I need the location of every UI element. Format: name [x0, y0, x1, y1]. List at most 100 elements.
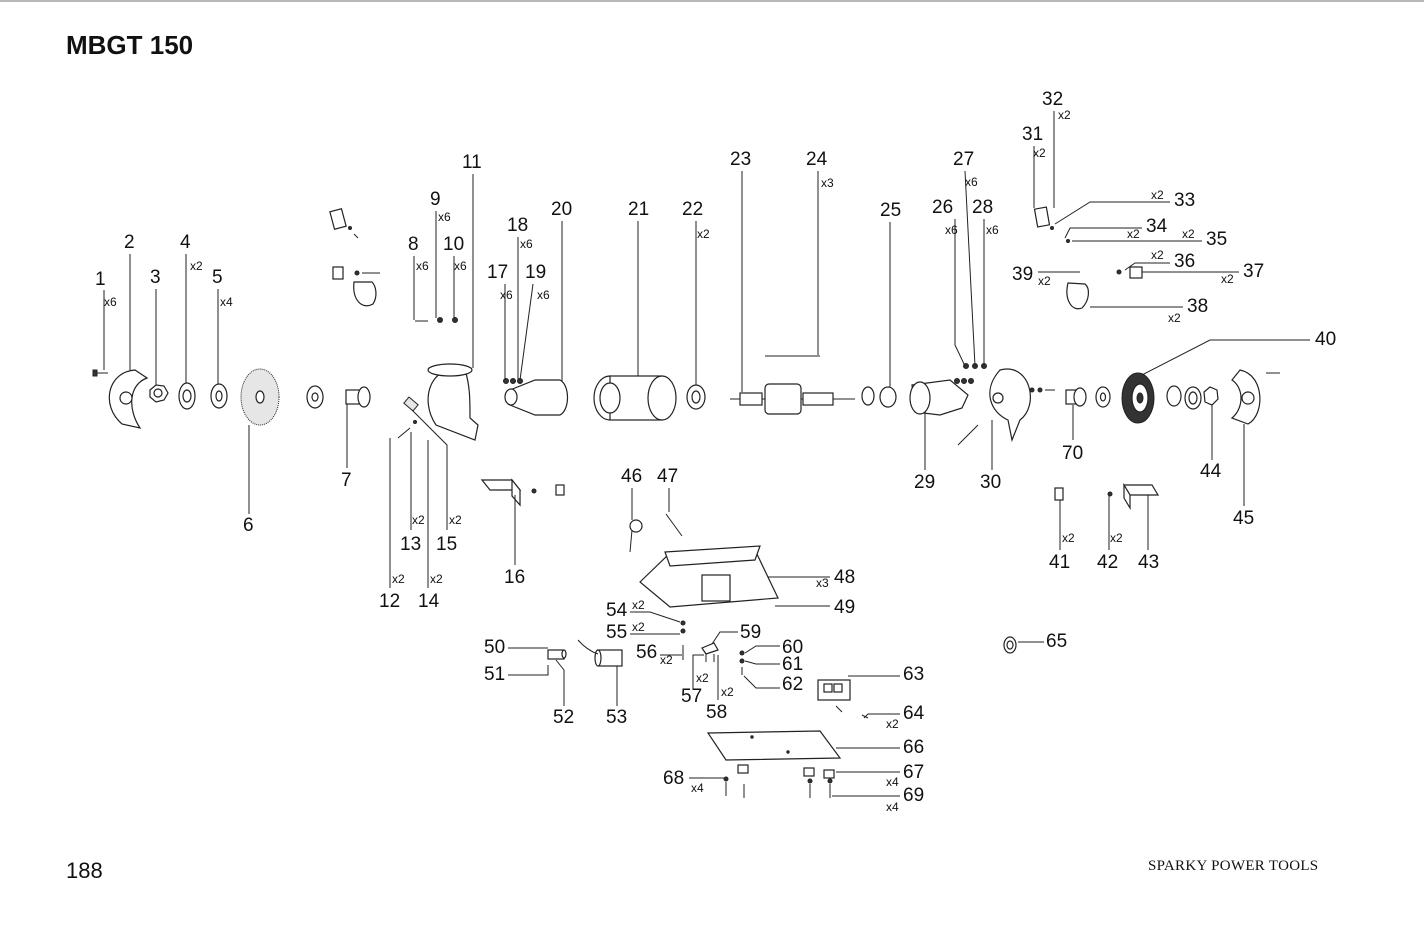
- callout-number-39: 39: [1012, 264, 1033, 285]
- callout-number-43: 43: [1138, 552, 1159, 573]
- callout-quantity-24: x3: [821, 176, 834, 190]
- callout-number-19: 19: [525, 262, 546, 283]
- brand-footer: SPARKY POWER TOOLS: [1148, 858, 1319, 874]
- part-washer-spacer: [306, 385, 324, 409]
- callout-quantity-5: x4: [220, 295, 233, 309]
- page-title: MBGT 150: [66, 30, 194, 60]
- leader-line-60: [744, 645, 780, 654]
- callout-number-57: 57: [681, 686, 702, 707]
- callout-quantity-64: x2: [886, 717, 899, 731]
- part-stator-21: [593, 375, 677, 421]
- callout-quantity-32: x2: [1058, 108, 1071, 122]
- callout-quantity-22: x2: [697, 227, 710, 241]
- callout-number-36: 36: [1174, 251, 1195, 272]
- callout-number-8: 8: [408, 234, 419, 255]
- callout-number-62: 62: [782, 674, 803, 695]
- callout-number-47: 47: [657, 466, 678, 487]
- callout-number-5: 5: [212, 267, 223, 288]
- part-hub-7: [345, 386, 371, 408]
- leader-line-40: [1141, 339, 1310, 376]
- callout-number-11: 11: [462, 152, 482, 173]
- callout-quantity-67: x4: [886, 775, 899, 789]
- callout-quantity-42: x2: [1110, 531, 1123, 545]
- callout-number-40: 40: [1315, 329, 1336, 350]
- callout-number-1: 1: [95, 269, 106, 290]
- callout-number-17: 17: [487, 262, 508, 283]
- callout-number-7: 7: [341, 470, 352, 491]
- page-number: 188: [66, 858, 103, 883]
- callout-number-70: 70: [1062, 443, 1083, 464]
- callout-number-46: 46: [621, 466, 642, 487]
- callout-quantity-1: x6: [104, 295, 117, 309]
- callout-quantity-54: x2: [632, 598, 645, 612]
- part-plate-66: [706, 730, 842, 761]
- callout-quantity-10: x6: [454, 259, 467, 273]
- part-flange-44: [1166, 385, 1219, 410]
- part-feet-67-69: [723, 764, 835, 798]
- callout-number-18: 18: [507, 215, 528, 236]
- callout-number-6: 6: [243, 515, 254, 536]
- callout-number-61: 61: [782, 654, 803, 675]
- callout-number-63: 63: [903, 664, 924, 685]
- callout-quantity-26: x6: [945, 223, 958, 237]
- part-rotor-23: [730, 383, 855, 415]
- callout-number-69: 69: [903, 785, 924, 806]
- part-guard-11: [427, 363, 479, 441]
- callout-number-54: 54: [606, 600, 628, 621]
- callout-number-10: 10: [443, 234, 464, 255]
- callout-quantity-39: x2: [1038, 274, 1051, 288]
- callout-quantity-8: x6: [416, 259, 429, 273]
- callout-quantity-48: x3: [816, 576, 829, 590]
- callout-number-66: 66: [903, 737, 924, 758]
- leader-lines: [103, 111, 1310, 797]
- part-washer-25: [861, 386, 897, 408]
- callout-quantity-55: x2: [632, 620, 645, 634]
- callout-quantity-33: x2: [1151, 188, 1164, 202]
- top-rule: [0, 0, 1424, 2]
- leader-line-51: [508, 665, 549, 676]
- callout-number-37: 37: [1243, 261, 1264, 282]
- callout-quantity-28: x6: [986, 223, 999, 237]
- part-rest-41-43: [1054, 482, 1160, 511]
- part-base-49: [639, 545, 779, 608]
- callout-number-25: 25: [880, 200, 901, 221]
- part-screws-8-10: [415, 317, 458, 323]
- part-switchbox-63: [817, 679, 869, 719]
- part-washer-5: [210, 383, 228, 409]
- part-cover-45: [1230, 369, 1280, 425]
- callout-quantity-19: x6: [537, 288, 550, 302]
- part-rest-16: [480, 478, 565, 507]
- part-eye-shield-bracket: [329, 208, 380, 307]
- callout-number-67: 67: [903, 762, 924, 783]
- part-nut-3: [149, 384, 169, 403]
- callout-number-53: 53: [606, 707, 627, 728]
- part-65: [1003, 636, 1017, 654]
- callout-quantity-12: x2: [392, 572, 405, 586]
- leader-line-64: [863, 713, 900, 719]
- part-flange-4: [178, 382, 196, 410]
- part-eyeshield-31-35: [1033, 206, 1070, 243]
- leader-line-36: [1124, 262, 1170, 271]
- leader-line-57: [692, 654, 704, 690]
- callout-number-31: 31: [1022, 124, 1043, 145]
- callout-quantity-27: x6: [965, 175, 978, 189]
- part-bearing-22: [686, 384, 706, 410]
- leader-line-54: [630, 611, 681, 623]
- callout-number-65: 65: [1046, 631, 1067, 652]
- leader-line-27: [964, 170, 976, 367]
- part-endshield-29: [909, 379, 969, 416]
- callout-number-20: 20: [551, 199, 572, 220]
- callout-number-51: 51: [484, 664, 505, 685]
- leader-line-33: [1054, 201, 1170, 225]
- callout-quantity-34: x2: [1127, 227, 1140, 241]
- callout-quantity-15: x2: [449, 513, 462, 527]
- callout-number-41: 41: [1049, 552, 1070, 573]
- callout-number-12: 12: [379, 591, 400, 612]
- callout-number-22: 22: [682, 199, 703, 220]
- part-eyeshield-36-39: [1066, 266, 1143, 310]
- part-guard-30: [957, 368, 1031, 446]
- callout-number-13: 13: [400, 534, 421, 555]
- part-nuts-17-19: [503, 378, 523, 384]
- callout-number-49: 49: [834, 597, 855, 618]
